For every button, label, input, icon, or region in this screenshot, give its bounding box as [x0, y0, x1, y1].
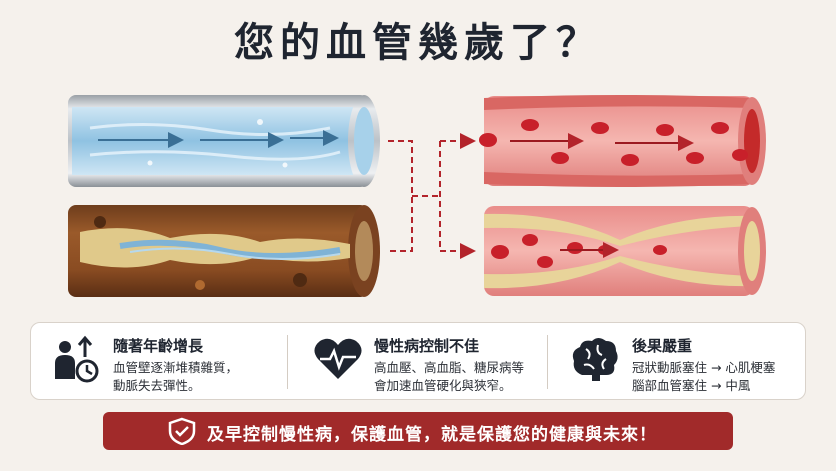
info-line: 會加速血管硬化與狹窄。	[374, 378, 512, 393]
heart-rate-icon	[314, 338, 362, 379]
clogged-artery	[484, 206, 766, 296]
info-line: 冠狀動脈塞住 → 心肌梗塞	[632, 360, 776, 375]
vessel-comparison-illustration	[68, 95, 766, 297]
shield-check-icon	[168, 417, 196, 445]
info-line: 高血壓、高血脂、糖尿病等	[374, 360, 525, 375]
info-consequences: 後果嚴重 冠狀動脈塞住 → 心肌梗塞 腦部血管塞住 → 中風	[548, 323, 806, 401]
info-line: 動脈失去彈性。	[113, 378, 201, 393]
divider	[287, 335, 288, 389]
info-chronic-disease: 慢性病控制不佳 高血壓、高血脂、糖尿病等 會加速血管硬化與狹窄。	[288, 323, 546, 401]
banner-text: 及早控制慢性病，保護血管，就是保護您的健康與未來！	[207, 425, 657, 445]
page-title: 您的血管幾歲了？	[234, 20, 602, 66]
aging-person-clock-icon	[55, 335, 99, 383]
brain-icon	[572, 338, 618, 381]
info-panel: 隨著年齡增長 血管壁逐漸堆積雜質， 動脈失去彈性。 慢性病控制不佳 高血壓、高血…	[30, 322, 806, 400]
connector-lines	[388, 133, 476, 259]
info-line: 腦部血管塞住 → 中風	[632, 378, 751, 393]
divider	[547, 335, 548, 389]
info-heading: 後果嚴重	[632, 337, 693, 355]
call-to-action-banner: 及早控制慢性病，保護血管，就是保護您的健康與未來！	[103, 412, 733, 450]
info-heading: 隨著年齡增長	[113, 337, 204, 355]
info-line: 血管壁逐漸堆積雜質，	[113, 360, 239, 375]
info-heading: 慢性病控制不佳	[374, 337, 480, 355]
info-aging: 隨著年齡增長 血管壁逐漸堆積雜質， 動脈失去彈性。	[31, 323, 286, 401]
clean-pipe	[68, 95, 380, 187]
healthy-artery	[479, 95, 766, 187]
rusty-pipe	[68, 205, 380, 297]
